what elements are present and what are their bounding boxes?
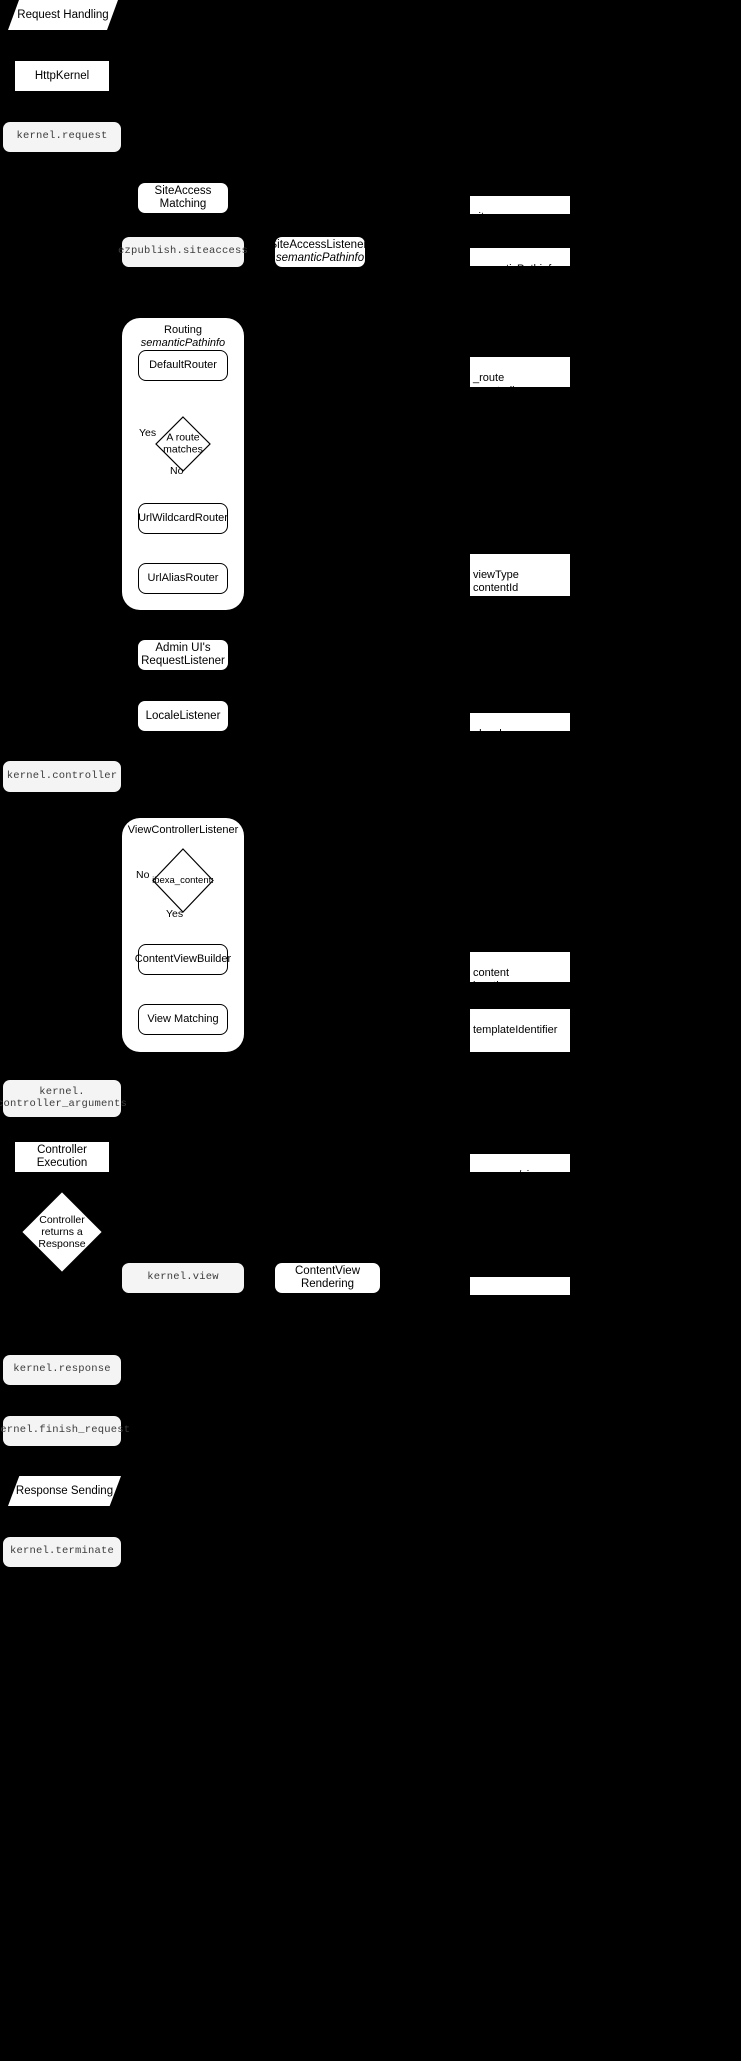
attr-view: view: [470, 1036, 570, 1063]
attr-view-text: view: [473, 1050, 496, 1063]
event-kernel-controller: kernel.controller: [3, 761, 121, 792]
event-kernel-view: kernel.view: [122, 1263, 244, 1293]
ibexa-content-diamond-shape: [152, 848, 214, 913]
attr-response-text: response: [473, 1291, 519, 1304]
siteaccess-listener-sublabel: semanticPathinfo: [275, 252, 365, 264]
attr-locale: _locale: [470, 713, 570, 740]
event-kernel-request-label: kernel.request: [16, 130, 108, 143]
event-kernel-terminate: kernel.terminate: [3, 1537, 121, 1567]
attr-route-controller-text: _route _controller: [473, 371, 525, 398]
edge-label-content-no: No: [136, 869, 150, 881]
route-matches-diamond-shape: [155, 416, 211, 472]
attr-viewtype-text: viewType contentId locationId: [473, 568, 521, 608]
request-handling-label: Request Handling: [17, 8, 109, 21]
event-kernel-finish-request-label: kernel.finish_request: [0, 1424, 131, 1437]
attr-response: response: [470, 1277, 570, 1304]
http-kernel-box: HttpKernel: [15, 61, 109, 91]
event-kernel-response: kernel.response: [3, 1355, 121, 1385]
default-router-box: DefaultRouter: [138, 350, 228, 381]
attr-locale-text: _locale: [473, 727, 508, 740]
attr-viewtype-contentid-locationid: viewType contentId locationId: [470, 554, 570, 608]
event-kernel-finish-request: kernel.finish_request: [0, 1416, 130, 1446]
attr-route-controller: _route _controller: [470, 357, 570, 397]
route-matches-decision: A route matches: [155, 416, 211, 472]
controller-execution-box: Controller Execution: [15, 1142, 109, 1172]
view-matching-box: View Matching: [138, 1004, 228, 1035]
attr-siteaccess-text: siteaccess: [473, 210, 525, 223]
edge-label-route-no: No: [170, 465, 184, 477]
attr-template-controller-reference: templateIdentifier controllerReference: [470, 1009, 570, 1049]
edge-label-content-yes: Yes: [166, 908, 184, 920]
controller-execution-label: Controller Execution: [36, 1144, 88, 1169]
view-controller-listener-label: ViewControllerListener: [127, 824, 239, 836]
edge-label-route-yes: Yes: [139, 427, 157, 439]
event-ezpublish-siteaccess: ezpublish.siteaccess: [118, 237, 248, 267]
routing-title-prefix: Routing: [164, 324, 202, 336]
content-view-builder-label: ContentViewBuilder: [134, 953, 232, 966]
view-matching-label: View Matching: [147, 1013, 219, 1026]
contentview-rendering-label: ContentView Rendering: [295, 1265, 360, 1290]
attr-response-view: response/view: [470, 1154, 570, 1181]
response-sending-label: Response Sending: [15, 1484, 114, 1497]
siteaccess-listener-label: SiteAccessListener:: [269, 239, 371, 252]
attr-semantic-pathinfo-text: semanticPathinfo: [473, 262, 558, 275]
event-kernel-request: kernel.request: [3, 122, 121, 152]
admin-ui-request-listener-box: Admin UI's RequestListener: [138, 640, 228, 670]
siteaccess-matching-label: SiteAccess Matching: [154, 185, 212, 210]
routing-title-semanticpathinfo: semanticPathinfo: [140, 336, 226, 349]
ibexa-content-label: ibexa_content:: [152, 874, 214, 886]
request-handling-banner: Request Handling: [8, 0, 118, 30]
url-alias-router-label: UrlAliasRouter: [147, 572, 219, 585]
route-matches-label: A route matches: [163, 431, 203, 455]
controller-returns-response-label: Controller returns a Response: [38, 1213, 86, 1251]
siteaccess-listener-box: SiteAccessListener: semanticPathinfo: [270, 237, 371, 267]
response-sending-banner: Response Sending: [8, 1476, 121, 1506]
event-ezpublish-siteaccess-label: ezpublish.siteaccess: [117, 245, 249, 258]
attr-siteaccess: siteaccess: [470, 196, 570, 223]
attr-semantic-pathinfo: semanticPathinfo: [470, 248, 570, 275]
attr-content-location: content location: [470, 952, 570, 992]
siteaccess-matching-box: SiteAccess Matching: [138, 183, 228, 213]
view-controller-listener-title: ViewControllerListener: [122, 824, 244, 837]
attr-content-location-text: content location: [473, 966, 511, 993]
url-alias-router-box: UrlAliasRouter: [138, 563, 228, 594]
event-kernel-controller-arguments-label: kernel. controller_arguments: [0, 1085, 128, 1110]
locale-listener-box: LocaleListener: [138, 701, 228, 731]
event-kernel-response-label: kernel.response: [13, 1363, 111, 1376]
locale-listener-label: LocaleListener: [145, 709, 221, 722]
ibexa-content-decision: ibexa_content:: [152, 848, 214, 913]
http-kernel-label: HttpKernel: [34, 69, 90, 82]
event-kernel-view-label: kernel.view: [147, 1271, 219, 1284]
admin-ui-request-listener-label: Admin UI's RequestListener: [141, 642, 225, 667]
default-router-label: DefaultRouter: [149, 359, 217, 372]
event-kernel-controller-arguments: kernel. controller_arguments: [0, 1080, 127, 1117]
url-wildcard-router-box: UrlWildcardRouter: [138, 503, 228, 534]
event-kernel-terminate-label: kernel.terminate: [9, 1545, 115, 1558]
contentview-rendering-box: ContentView Rendering: [275, 1263, 380, 1293]
url-wildcard-router-label: UrlWildcardRouter: [138, 512, 228, 525]
event-kernel-controller-label: kernel.controller: [6, 769, 118, 782]
content-view-builder-box: ContentViewBuilder: [134, 944, 232, 975]
attr-response-view-text: response/view: [473, 1168, 544, 1181]
